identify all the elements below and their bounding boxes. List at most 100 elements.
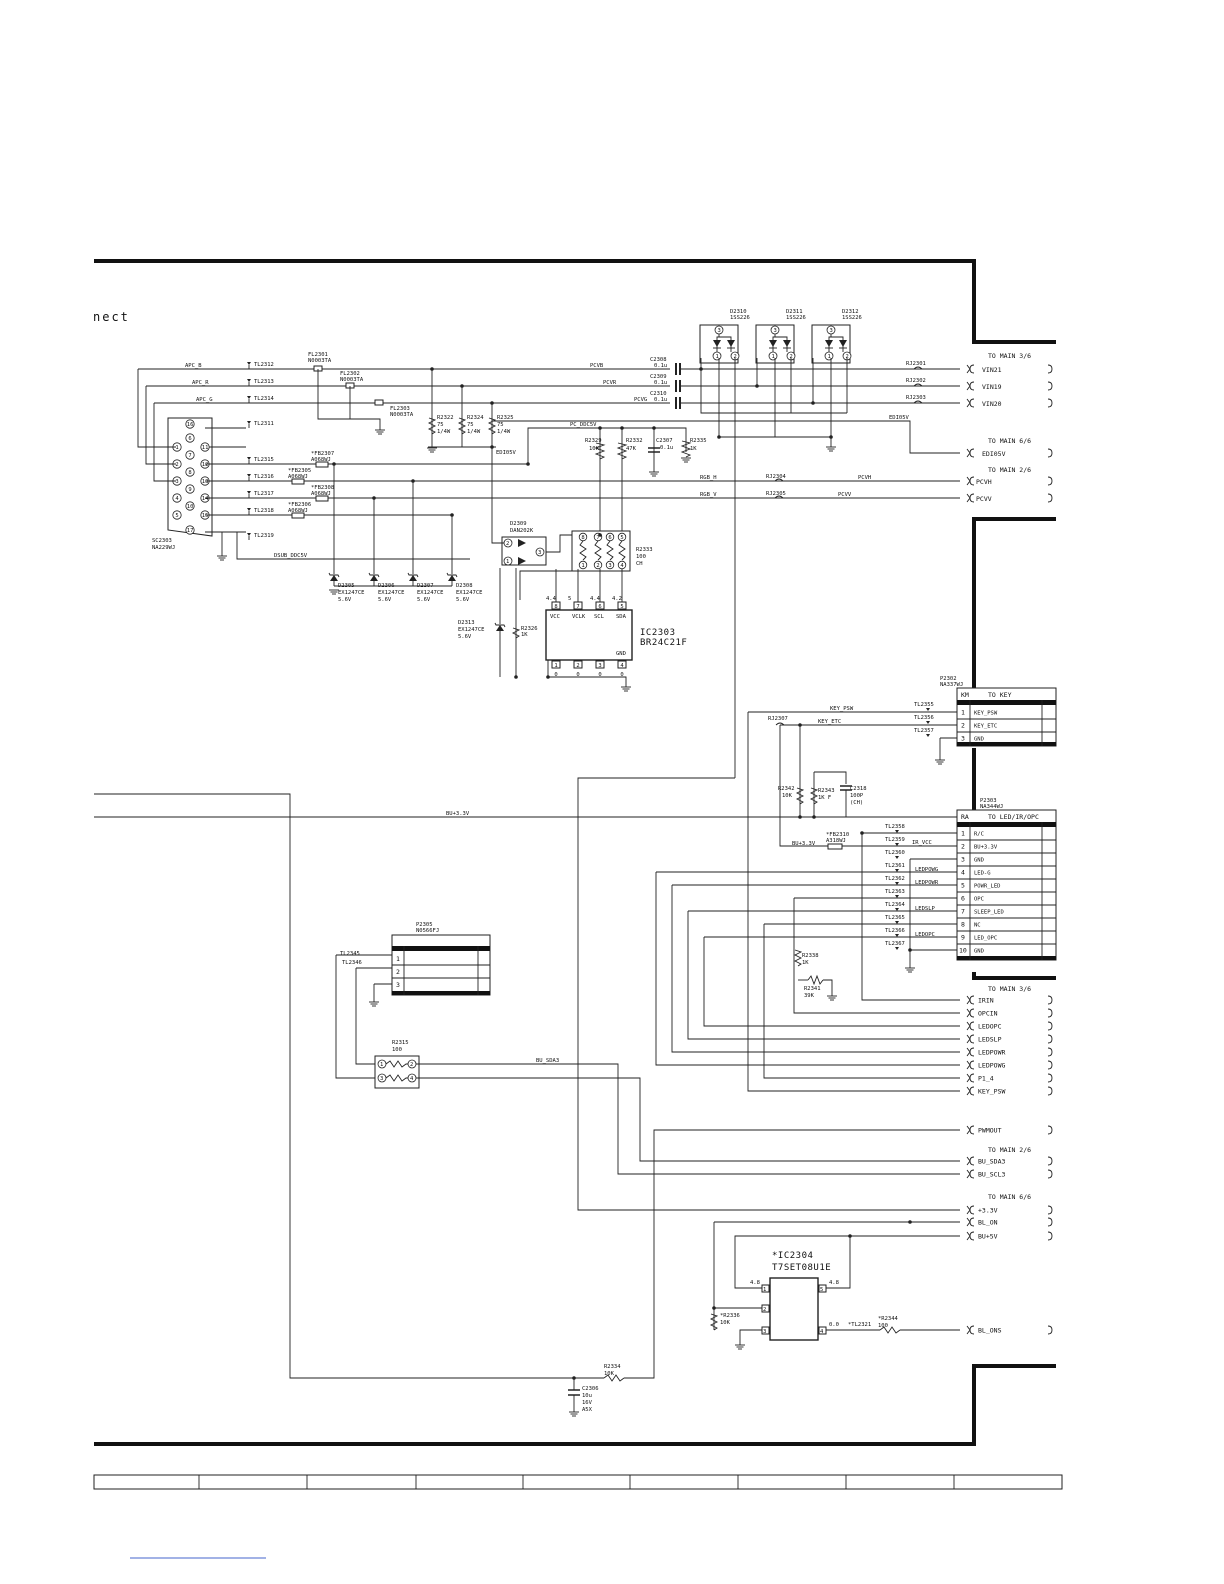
r2315-pin1: 1 xyxy=(380,1062,383,1068)
r2333-pin-label: 3 xyxy=(608,563,611,569)
r2333-pin-label: 6 xyxy=(608,535,611,541)
r2315-pin2: 2 xyxy=(410,1062,413,1068)
r2336-ref: *R2336 xyxy=(720,1313,740,1319)
c2308-ref: C2308 xyxy=(650,357,667,363)
tl-left-3: TL2311 xyxy=(254,421,274,427)
vga-pin-label: 10 xyxy=(187,504,194,510)
left-test-points: TL2312TL2313TL2314TL2311TL2315TL2316TL23… xyxy=(247,362,275,540)
fb2307-part: A068WJ xyxy=(311,457,331,463)
c2309-v: 0.1u xyxy=(654,380,667,386)
p2303-row-name: LED_OPC xyxy=(974,936,997,942)
coupling-caps: C2308 0.1u C2309 0.1u C2310 0.1u xyxy=(650,357,960,409)
led-tl: TL2359 xyxy=(885,837,905,843)
to-main-36-mid: TO MAIN 3/6 xyxy=(988,985,1031,993)
diode-pin-label: 3 xyxy=(718,328,721,334)
c2307-ref: C2307 xyxy=(656,438,673,444)
key-filter: R2342 10K R2343 1K F C2318 100P (CH) xyxy=(778,725,867,817)
port-bl-on: BL_ON xyxy=(978,1219,998,1227)
fb2307-ref: *FB2307 xyxy=(311,451,334,457)
port-mid-ledslp: LEDSLP xyxy=(978,1036,1002,1044)
p2303-row-name: BU+3.3V xyxy=(974,845,998,851)
r2334-c2306: R2334 10K C2306 10u 16V A5X xyxy=(568,1364,625,1413)
input-apc-r: APC_R xyxy=(192,380,209,386)
tl-left-2: TL2314 xyxy=(254,396,275,402)
sig-bu-sda3: BU_SDA3 xyxy=(536,1058,559,1064)
port-mid-irin: IRIN xyxy=(978,997,994,1005)
ic2304-vc: 0.0 xyxy=(829,1322,839,1328)
sig-key-psw: KEY_PSW xyxy=(830,706,854,712)
r2329-ref: R2329 xyxy=(585,438,602,444)
port-plus33: +3.3V xyxy=(978,1207,998,1215)
p2303-head-a: RA xyxy=(961,813,969,821)
r2335-ref: R2335 xyxy=(690,438,707,444)
rj-jumpers-top: RJ2301 RJ2302 RJ2303 RJ2304 RJ2305 xyxy=(766,361,926,499)
p2305-ref: P2305 xyxy=(416,922,433,928)
p2305-row1: 1 xyxy=(396,955,400,963)
zener-voltage: 5.6V xyxy=(378,597,392,603)
vga-pin-9 xyxy=(185,484,195,494)
d2309-pin1: 1 xyxy=(506,559,509,565)
r2342-val: 10K xyxy=(782,793,793,799)
sig-pcvb: PCVB xyxy=(590,363,604,369)
r2333-pin-label: 2 xyxy=(596,563,599,569)
zener-part: EX1247CE xyxy=(417,590,444,596)
c2308-v: 0.1u xyxy=(654,363,667,369)
ic2303-pin-num: 3 xyxy=(598,663,601,669)
p2303-row-name: R/C xyxy=(974,832,984,838)
tl-left-0: TL2312 xyxy=(254,362,274,368)
fl2303-ref: FL2303 xyxy=(390,406,410,412)
key-tl: TL2356 xyxy=(914,715,934,721)
r2333-pin xyxy=(578,532,588,542)
r2325-v2: 1/4W xyxy=(497,429,511,435)
right-low-connectors: TO MAIN 2/6 TO MAIN 6/6 PWMOUTBU_SDA3BU_… xyxy=(966,1125,1053,1335)
r2326-val: 1K xyxy=(521,632,528,638)
vga-pin-label: 1 xyxy=(175,445,178,451)
title-block-strip xyxy=(93,1474,1063,1559)
to-main-66-low: TO MAIN 6/6 xyxy=(988,1193,1031,1201)
sig-ir-vcc: IR_VCC xyxy=(912,840,932,846)
sig-ediosv-right: EDI05V xyxy=(889,415,910,421)
rj2305: RJ2305 xyxy=(766,491,786,497)
to-main-26-top: TO MAIN 2/6 xyxy=(988,466,1031,474)
ic2304-vb: 4.8 xyxy=(829,1280,839,1286)
r2333-pin xyxy=(605,532,615,542)
tl2346: TL2346 xyxy=(342,960,362,966)
sig-pcvh: PCVH xyxy=(858,475,871,481)
ic2303-ref: IC2303 xyxy=(640,628,676,638)
termination-resistors: R2322 75 1/4W R2324 75 1/4W R2325 75 1/4… xyxy=(427,369,514,448)
sig-ledpowg: LEDPOWG xyxy=(915,867,938,873)
diode-pin-label: 3 xyxy=(774,328,777,334)
key-tl: TL2357 xyxy=(914,728,934,734)
p2302-row-num: 1 xyxy=(961,709,965,717)
vga-pin-label: 2 xyxy=(175,462,178,468)
ic2303-pin-num: 1 xyxy=(554,663,557,669)
fl2301-part: N0003TA xyxy=(308,358,332,364)
c2318-ref: C2318 xyxy=(850,786,867,792)
p2305-connector: P2305 N0566FJ 1 2 3 TL2345 TL2346 xyxy=(335,922,491,1079)
vga-pin-10 xyxy=(185,501,195,511)
p2303-head-b: TO LED/IR/OPC xyxy=(988,813,1039,821)
sig-pc-ddc: PC_DDC5V xyxy=(570,422,597,428)
tl-left-5: TL2316 xyxy=(254,474,274,480)
r2338-val: 1K xyxy=(802,960,809,966)
r2333-pin xyxy=(578,560,588,570)
r2333-pin-label: 8 xyxy=(581,535,584,541)
r2333-ref: R2333 xyxy=(636,547,653,553)
sig-rgb-v: RGB_V xyxy=(700,492,717,498)
led-tl: TL2360 xyxy=(885,850,905,856)
r2315-pin3: 3 xyxy=(380,1076,383,1082)
opc-resistors: R2338 1K R2341 39K xyxy=(793,949,833,999)
ic2304-pin1: 1 xyxy=(763,1287,766,1293)
diode-pin-label: 2 xyxy=(734,354,737,360)
d2309-pin2: 2 xyxy=(506,541,509,547)
pcvv-port: PCVV xyxy=(976,495,992,503)
r2315-ref: R2315 xyxy=(392,1040,409,1046)
led-tl: TL2367 xyxy=(885,941,905,947)
ic2304-pin5: 5 xyxy=(820,1287,823,1293)
